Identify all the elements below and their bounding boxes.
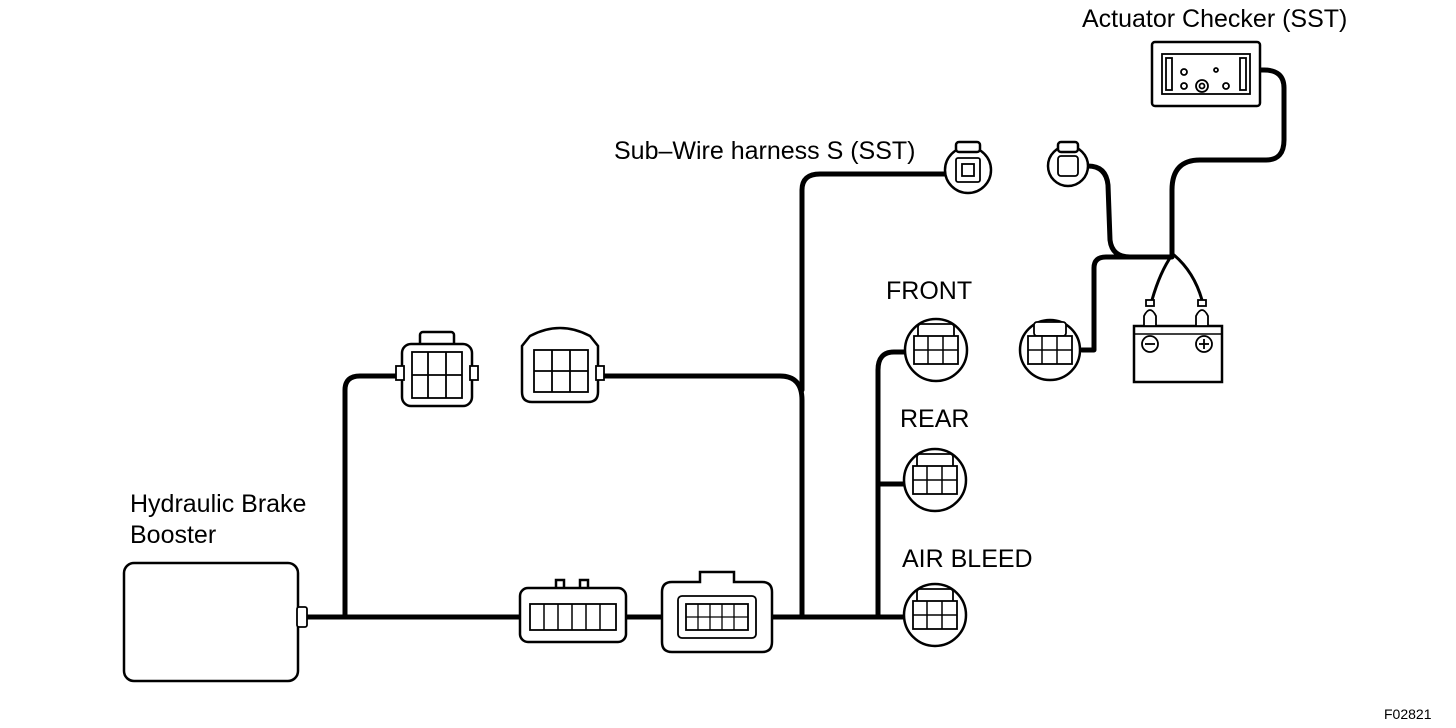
hydraulic-brake-booster-label-line1: Hydraulic Brake <box>130 490 307 518</box>
front-label: FRONT <box>886 277 973 305</box>
air-bleed-valve-connector <box>902 582 968 648</box>
booster-branch-wire <box>342 373 405 620</box>
sub-harness-connector <box>660 570 774 654</box>
battery-side-connector <box>1018 318 1082 382</box>
booster-harness-connector <box>518 578 628 644</box>
sub-wire-harness-connector <box>943 140 993 195</box>
harness-trunk-wire <box>799 171 953 393</box>
battery-lead-right <box>1172 253 1204 302</box>
battery-lead-left <box>1150 253 1174 302</box>
actuator-checker-label: Actuator Checker (SST) <box>1082 5 1348 33</box>
rear-valve-connector <box>902 447 968 513</box>
small-connector-wire <box>1085 163 1133 260</box>
battery <box>1132 299 1224 384</box>
wires <box>303 67 1287 620</box>
sub-wire-harness-label: Sub–Wire harness S (SST) <box>614 137 916 165</box>
battery-positive-terminal-icon <box>1195 335 1213 353</box>
harness-main-wire <box>597 373 805 620</box>
hydraulic-brake-booster-label-line2: Booster <box>130 521 217 549</box>
relay-wire <box>1079 254 1175 353</box>
upper-middle-connector <box>520 326 605 404</box>
front-valve-connector <box>903 317 969 383</box>
valve-bus-wire <box>875 349 913 620</box>
upper-left-connector <box>395 330 479 408</box>
battery-negative-terminal-icon <box>1141 335 1159 353</box>
actuator-checker-device <box>1150 40 1262 108</box>
checker-cable <box>1169 67 1287 258</box>
figure-code: F02821 <box>1384 706 1432 722</box>
hydraulic-brake-booster <box>122 561 308 683</box>
rear-label: REAR <box>900 405 970 433</box>
small-round-connector <box>1046 140 1090 188</box>
air-bleed-label: AIR BLEED <box>902 545 1033 573</box>
